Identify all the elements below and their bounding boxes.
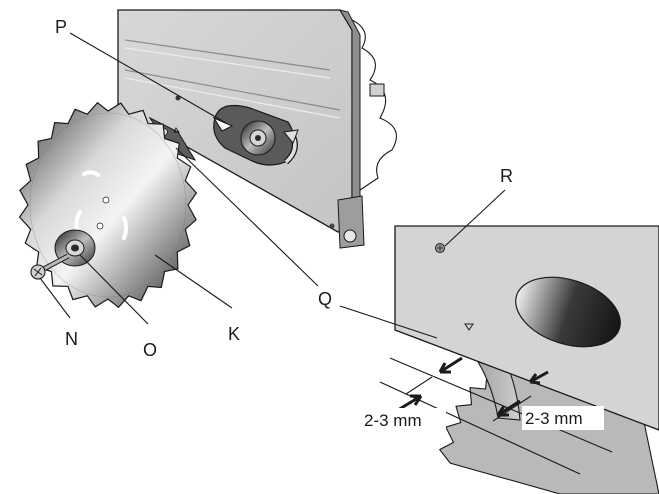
detail-housing-plate bbox=[394, 225, 659, 431]
saw-housing bbox=[117, 9, 397, 249]
label-p: P bbox=[55, 17, 67, 37]
dimension-box-right bbox=[522, 406, 604, 430]
label-o: O bbox=[143, 340, 157, 360]
dimension-box-left bbox=[362, 408, 446, 432]
arrow-to-arbor bbox=[212, 116, 234, 132]
dimension-text-right: 2-3 mm bbox=[525, 409, 583, 428]
arbor-bolt bbox=[30, 253, 70, 280]
label-k: K bbox=[228, 324, 240, 344]
label-q: Q bbox=[318, 289, 332, 309]
label-n: N bbox=[65, 329, 78, 349]
leader-lines bbox=[39, 32, 506, 339]
dimension-arrows bbox=[397, 356, 549, 417]
label-r: R bbox=[500, 166, 513, 186]
dimension-text-left: 2-3 mm bbox=[364, 411, 422, 430]
